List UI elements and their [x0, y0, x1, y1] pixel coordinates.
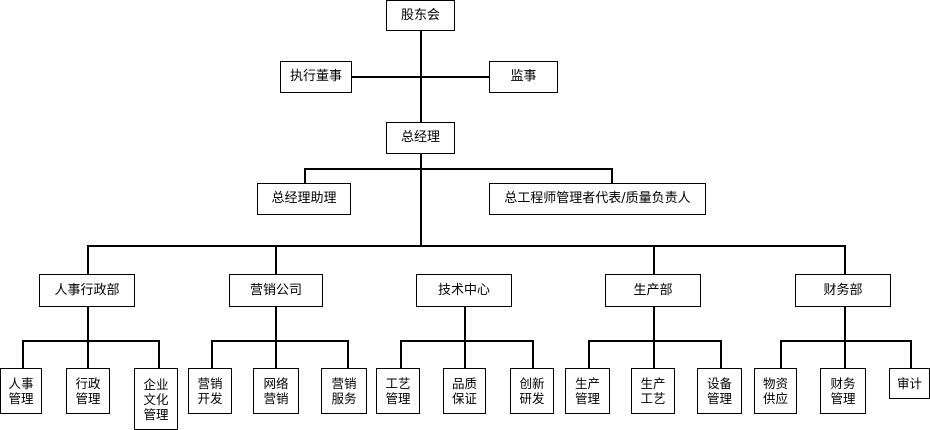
node-shareholders: 股东会 [386, 0, 455, 31]
connector-units-3 [400, 340, 533, 342]
connector-unit-5-3 [910, 340, 912, 368]
connector-departments [87, 245, 844, 247]
connector-assistant-right [611, 168, 613, 183]
connector-unit-1-3 [158, 340, 160, 368]
connector-assistant-left [304, 168, 306, 183]
node-unit-process-mgmt: 工艺 管理 [376, 368, 420, 414]
connector-unit-4-1 [588, 340, 590, 368]
connector-unit-3-1 [400, 340, 402, 368]
node-unit-admin: 行政 管理 [66, 368, 110, 414]
node-unit-market-service: 营销 服务 [321, 368, 367, 414]
node-chief-engineer: 总工程师管理者代表/质量负责人 [489, 183, 706, 215]
node-unit-audit: 审计 [889, 368, 930, 399]
connector-units-1 [22, 340, 159, 342]
node-supervisor: 监事 [489, 61, 558, 93]
connector-units-4 [588, 340, 721, 342]
connector-units-2 [211, 340, 348, 342]
connector-unit-5-1 [780, 340, 782, 368]
connector-unit-5-2 [844, 340, 846, 368]
connector-unit-3-3 [532, 340, 534, 368]
connector-units-5 [780, 340, 911, 342]
connector-board [352, 76, 489, 78]
node-dept-marketing: 营销公司 [229, 274, 323, 307]
node-unit-supply: 物资 供应 [754, 368, 797, 414]
connector-dept-3-down [464, 306, 466, 341]
node-assistant: 总经理助理 [257, 183, 351, 215]
connector-dept-5-down [844, 306, 846, 341]
connector-dept-4 [653, 245, 655, 274]
connector-unit-3-2 [464, 340, 466, 368]
connector-dept-2 [275, 245, 277, 274]
node-executive-director: 执行董事 [280, 61, 352, 93]
connector-dept-1-down [87, 306, 89, 341]
node-unit-online-marketing: 网络 营销 [253, 368, 299, 414]
connector-unit-1-1 [22, 340, 24, 368]
node-dept-finance: 财务部 [795, 274, 891, 307]
connector-dept-4-down [653, 306, 655, 341]
node-unit-finance-mgmt: 财务 管理 [820, 368, 866, 414]
node-unit-production-mgmt: 生产 管理 [565, 368, 610, 414]
connector-assistants [304, 168, 611, 170]
node-unit-hr: 人事 管理 [0, 368, 42, 414]
connector-unit-4-2 [653, 340, 655, 368]
node-unit-quality: 品质 保证 [443, 368, 486, 414]
connector-unit-2-1 [211, 340, 213, 368]
node-dept-technology: 技术中心 [416, 274, 512, 307]
connector-unit-2-3 [347, 340, 349, 368]
connector-unit-4-3 [720, 340, 722, 368]
node-unit-innovation: 创新 研发 [510, 368, 554, 414]
node-dept-production: 生产部 [605, 274, 701, 307]
connector-ceo-down [420, 154, 422, 246]
connector-unit-2-2 [275, 340, 277, 368]
node-general-manager: 总经理 [386, 122, 455, 154]
node-dept-hr-admin: 人事行政部 [39, 274, 135, 307]
connector-dept-2-down [275, 306, 277, 341]
node-unit-market-dev: 营销 开发 [188, 368, 232, 414]
node-unit-culture: 企业 文化 管理 [134, 368, 178, 430]
node-unit-equipment: 设备 管理 [697, 368, 742, 414]
connector-dept-5 [844, 245, 846, 274]
connector-unit-1-2 [87, 340, 89, 368]
connector-dept-1 [87, 245, 89, 274]
node-unit-production-process: 生产 工艺 [631, 368, 675, 414]
